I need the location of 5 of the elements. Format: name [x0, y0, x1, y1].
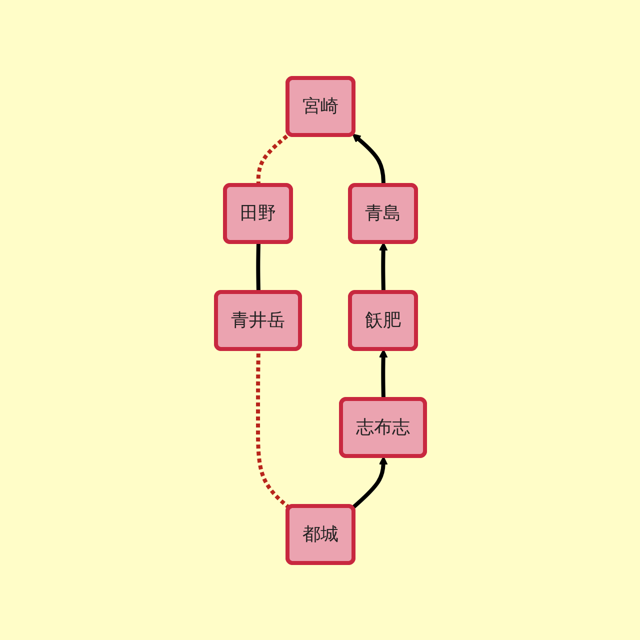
connector — [256, 242, 260, 292]
arrow — [352, 133, 385, 186]
arrow — [350, 456, 388, 509]
arrow — [378, 242, 388, 292]
arrow — [378, 348, 388, 400]
